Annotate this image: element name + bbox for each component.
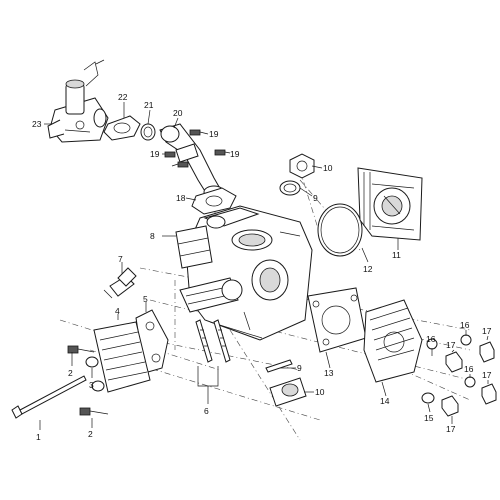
callout-9-upper: 9 (313, 193, 318, 203)
callout-leaders (39, 102, 489, 430)
callout-2-lower: 2 (88, 429, 93, 439)
callout-20: 20 (173, 108, 183, 118)
callout-2-upper: 2 (68, 368, 73, 378)
small-o-ring-part (279, 180, 301, 196)
insulator-gasket-part (103, 115, 141, 141)
cylinder-head-part (175, 205, 313, 341)
cap-nut-part (289, 153, 315, 179)
intake-bolts-part (164, 129, 226, 168)
callout-19-b: 19 (230, 149, 240, 159)
lower-valve-part (265, 359, 307, 407)
callout-1: 1 (36, 432, 41, 442)
callout-8: 8 (150, 231, 155, 241)
long-stud-bolt-part (11, 375, 87, 419)
callout-9-lower: 9 (297, 363, 302, 373)
callout-6: 6 (204, 406, 209, 416)
head-gasket-part (307, 287, 367, 353)
callout-16-a: 16 (426, 334, 436, 344)
intake-gasket-part (191, 187, 237, 215)
spark-plug-part (103, 267, 137, 299)
callout-16-c: 16 (464, 364, 474, 374)
washer-part (85, 356, 105, 392)
carburetor-part (47, 59, 109, 143)
callout-4: 4 (115, 306, 120, 316)
callout-17-a: 17 (446, 424, 456, 434)
callout-23: 23 (32, 119, 42, 129)
callout-13: 13 (324, 368, 334, 378)
head-cover-part (363, 299, 423, 383)
short-bolts-part (67, 345, 109, 416)
callout-16-b: 16 (460, 320, 470, 330)
callout-22: 22 (118, 92, 128, 102)
washers-and-nuts-part (421, 334, 497, 417)
callout-3: 3 (89, 380, 94, 390)
callout-12: 12 (363, 264, 373, 274)
large-o-ring-part (317, 203, 363, 257)
callout-17-c: 17 (482, 326, 492, 336)
callout-18: 18 (176, 193, 186, 203)
callout-labels: 1 2 2 3 4 5 6 7 8 9 9 10 10 11 12 13 14 … (32, 92, 492, 442)
studs-part (195, 319, 231, 363)
fin-cover-part (93, 321, 151, 393)
callout-15: 15 (424, 413, 434, 423)
callout-17-b: 17 (446, 340, 456, 350)
callout-19-a: 19 (209, 129, 219, 139)
callout-21: 21 (144, 100, 154, 110)
callout-17-d: 17 (482, 370, 492, 380)
callout-7: 7 (118, 254, 123, 264)
callout-10-upper: 10 (323, 163, 333, 173)
callout-10-lower: 10 (315, 387, 325, 397)
callout-19-c: 19 (150, 149, 160, 159)
callout-5: 5 (143, 294, 148, 304)
callout-14: 14 (380, 396, 390, 406)
side-cover-part (357, 167, 423, 241)
o-ring-part (140, 123, 156, 141)
callout-11: 11 (392, 250, 401, 260)
